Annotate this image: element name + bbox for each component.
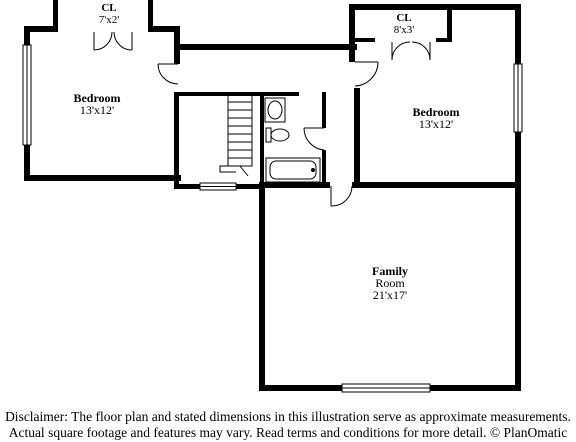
door-right-closet-a <box>391 41 411 61</box>
sink-vanity <box>264 97 286 123</box>
bedroom-left-dim: 13'x12' <box>79 103 115 117</box>
closet-left-dim: 7'x2' <box>98 14 120 26</box>
wall-bath-right-lower <box>322 150 326 186</box>
closet-right-label: CL 8'x3' <box>377 12 431 36</box>
wall-stair-left <box>174 92 179 189</box>
closet-right-dim: 8'x3' <box>393 24 415 36</box>
sink-basin <box>267 100 283 120</box>
family-room-dim: 21'x17' <box>372 288 408 302</box>
wall-right-closet-right <box>447 4 452 42</box>
bathtub <box>265 157 321 183</box>
wall-bath-left <box>260 92 264 189</box>
wall-hall-top <box>174 44 357 50</box>
disclaimer-line-1: Disclaimer: The floor plan and stated di… <box>5 409 571 424</box>
wall-left-bedroom-top-right <box>148 26 180 32</box>
wall-right-closet-bottom <box>436 38 452 42</box>
door-bath <box>303 127 325 151</box>
wall-right-bedroom-left <box>349 4 355 62</box>
bedroom-right-dim: 13'x12' <box>418 117 454 131</box>
closet-right-name: CL <box>396 12 412 24</box>
wall-left-bedroom-top <box>24 26 58 32</box>
door-right-closet-b <box>411 41 431 61</box>
wall-family-top-left <box>260 182 330 188</box>
toilet-bowl <box>270 128 290 142</box>
door-left-bedroom <box>157 63 179 85</box>
family-room-label: Family Room 21'x17' <box>352 265 428 301</box>
bath-fixtures <box>264 97 321 183</box>
family-room-name: Family <box>372 264 408 278</box>
wall-left-closet-right <box>148 0 153 32</box>
wall-stair-top <box>174 92 299 96</box>
wall-left-bedroom-bottom <box>24 175 181 181</box>
wall-right-bedroom-left-lower <box>354 88 360 188</box>
wall-right-closet-left-bottom <box>355 38 375 42</box>
door-family <box>330 185 353 207</box>
floor-plan-drawing <box>22 0 523 393</box>
bedroom-left-label: Bedroom 13'x12' <box>58 92 136 116</box>
wall-left-closet-left <box>53 0 58 32</box>
stairs <box>219 94 253 177</box>
door-left-closet-a <box>93 31 113 51</box>
bathtub-inner <box>269 160 317 180</box>
toilet-tank <box>265 127 272 143</box>
closet-left-label: CL 7'x2' <box>82 2 136 26</box>
bedroom-left-name: Bedroom <box>73 91 121 105</box>
walls <box>24 0 521 391</box>
bedroom-right-name: Bedroom <box>412 105 460 119</box>
floor-plan: CL 7'x2' Bedroom 13'x12' CL 8'x3' Bedroo… <box>5 0 571 440</box>
bedroom-right-label: Bedroom 13'x12' <box>397 106 475 130</box>
wall-right-bedroom-top <box>349 4 521 10</box>
doors <box>93 31 431 207</box>
wall-family-top-right <box>352 182 521 188</box>
door-left-closet-b <box>113 31 133 51</box>
windows <box>22 44 523 393</box>
door-right-bedroom <box>354 61 379 87</box>
closet-left-name: CL <box>101 2 117 14</box>
disclaimer-line-2: Actual square footage and features may v… <box>8 425 568 440</box>
wall-bath-right-upper <box>322 92 326 128</box>
wall-family-left <box>259 182 265 391</box>
family-room-name2: Room <box>375 276 405 290</box>
wall-family-right <box>515 182 521 391</box>
